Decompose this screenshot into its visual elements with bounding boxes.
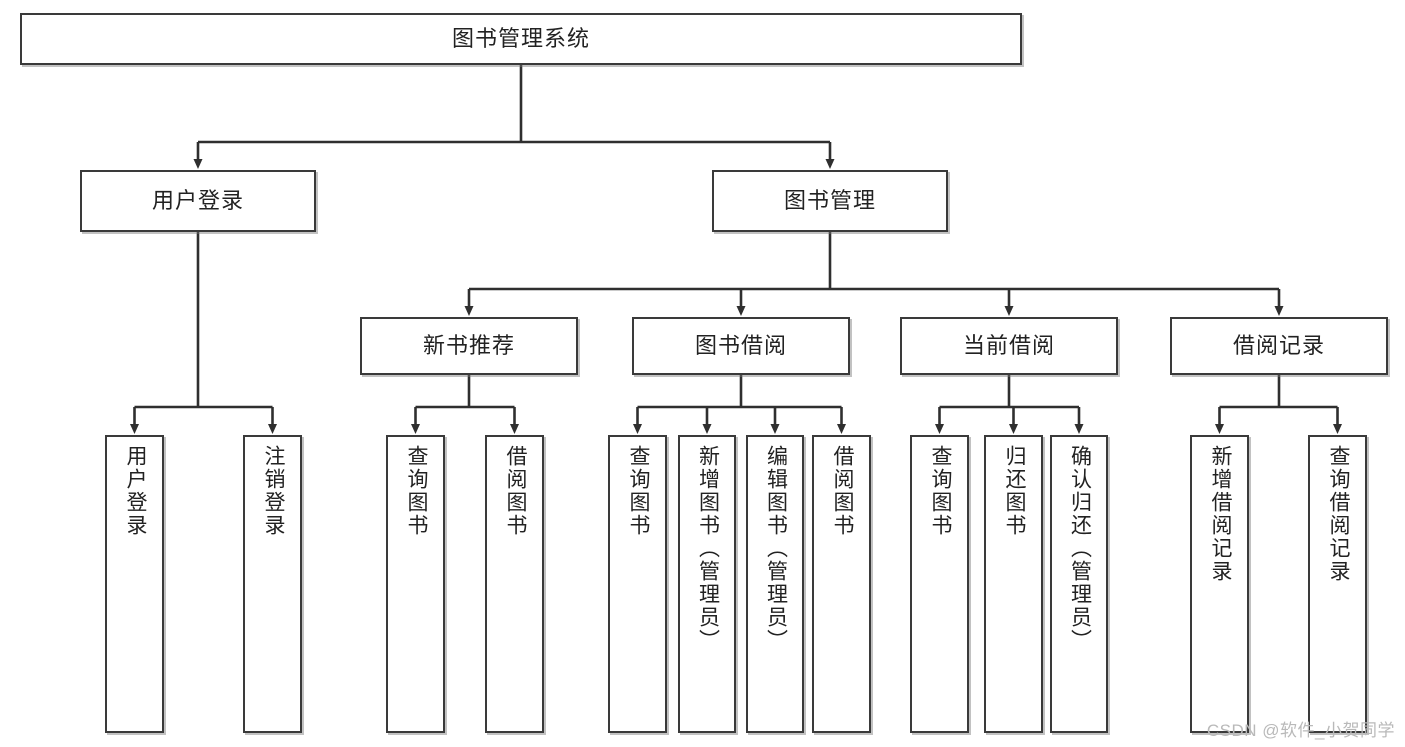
node-label: 注销登录 bbox=[261, 445, 285, 537]
node-label: 新书推荐 bbox=[422, 332, 515, 358]
node-leaf-query-book-2[interactable]: 查询图书 bbox=[608, 435, 667, 733]
node-label: 用户登录 bbox=[123, 445, 147, 537]
node-book-borrow[interactable]: 图书借阅 bbox=[632, 317, 850, 375]
node-leaf-query-book-1[interactable]: 查询图书 bbox=[386, 435, 445, 733]
node-label: 查询借阅记录 bbox=[1326, 445, 1350, 583]
node-current-borrow[interactable]: 当前借阅 bbox=[900, 317, 1118, 375]
node-label: 新增借阅记录 bbox=[1208, 445, 1232, 583]
node-label: 归还图书 bbox=[1002, 445, 1026, 537]
node-label: 确认归还（管理员） bbox=[1068, 445, 1092, 652]
node-label: 图书管理系统 bbox=[451, 25, 590, 51]
node-label: 新增图书（管理员） bbox=[696, 445, 720, 652]
node-label: 借阅图书 bbox=[503, 445, 527, 537]
node-leaf-logout[interactable]: 注销登录 bbox=[243, 435, 302, 733]
node-leaf-query-record[interactable]: 查询借阅记录 bbox=[1308, 435, 1367, 733]
node-leaf-user-login[interactable]: 用户登录 bbox=[105, 435, 164, 733]
node-leaf-edit-book[interactable]: 编辑图书（管理员） bbox=[746, 435, 804, 733]
node-label: 图书借阅 bbox=[694, 332, 787, 358]
node-new-book-rec[interactable]: 新书推荐 bbox=[360, 317, 578, 375]
node-label: 借阅图书 bbox=[830, 445, 854, 537]
node-label: 编辑图书（管理员） bbox=[764, 445, 788, 652]
node-leaf-return-book[interactable]: 归还图书 bbox=[984, 435, 1043, 733]
node-label: 当前借阅 bbox=[962, 332, 1055, 358]
csdn-watermark: CSDN @软件_小贺同学 bbox=[1206, 721, 1395, 740]
node-user-login[interactable]: 用户登录 bbox=[80, 170, 316, 232]
node-label: 用户登录 bbox=[151, 187, 244, 213]
node-leaf-add-record[interactable]: 新增借阅记录 bbox=[1190, 435, 1249, 733]
node-leaf-add-book[interactable]: 新增图书（管理员） bbox=[678, 435, 736, 733]
node-leaf-query-book-3[interactable]: 查询图书 bbox=[910, 435, 969, 733]
node-label: 查询图书 bbox=[404, 445, 428, 537]
node-label: 查询图书 bbox=[626, 445, 650, 537]
node-label: 查询图书 bbox=[928, 445, 952, 537]
node-label: 图书管理 bbox=[783, 187, 876, 213]
node-leaf-borrow-book-1[interactable]: 借阅图书 bbox=[485, 435, 544, 733]
node-book-manage[interactable]: 图书管理 bbox=[712, 170, 948, 232]
node-leaf-confirm-return[interactable]: 确认归还（管理员） bbox=[1050, 435, 1108, 733]
node-label: 借阅记录 bbox=[1232, 332, 1325, 358]
node-root[interactable]: 图书管理系统 bbox=[20, 13, 1022, 65]
node-leaf-borrow-book-2[interactable]: 借阅图书 bbox=[812, 435, 871, 733]
node-borrow-record[interactable]: 借阅记录 bbox=[1170, 317, 1388, 375]
